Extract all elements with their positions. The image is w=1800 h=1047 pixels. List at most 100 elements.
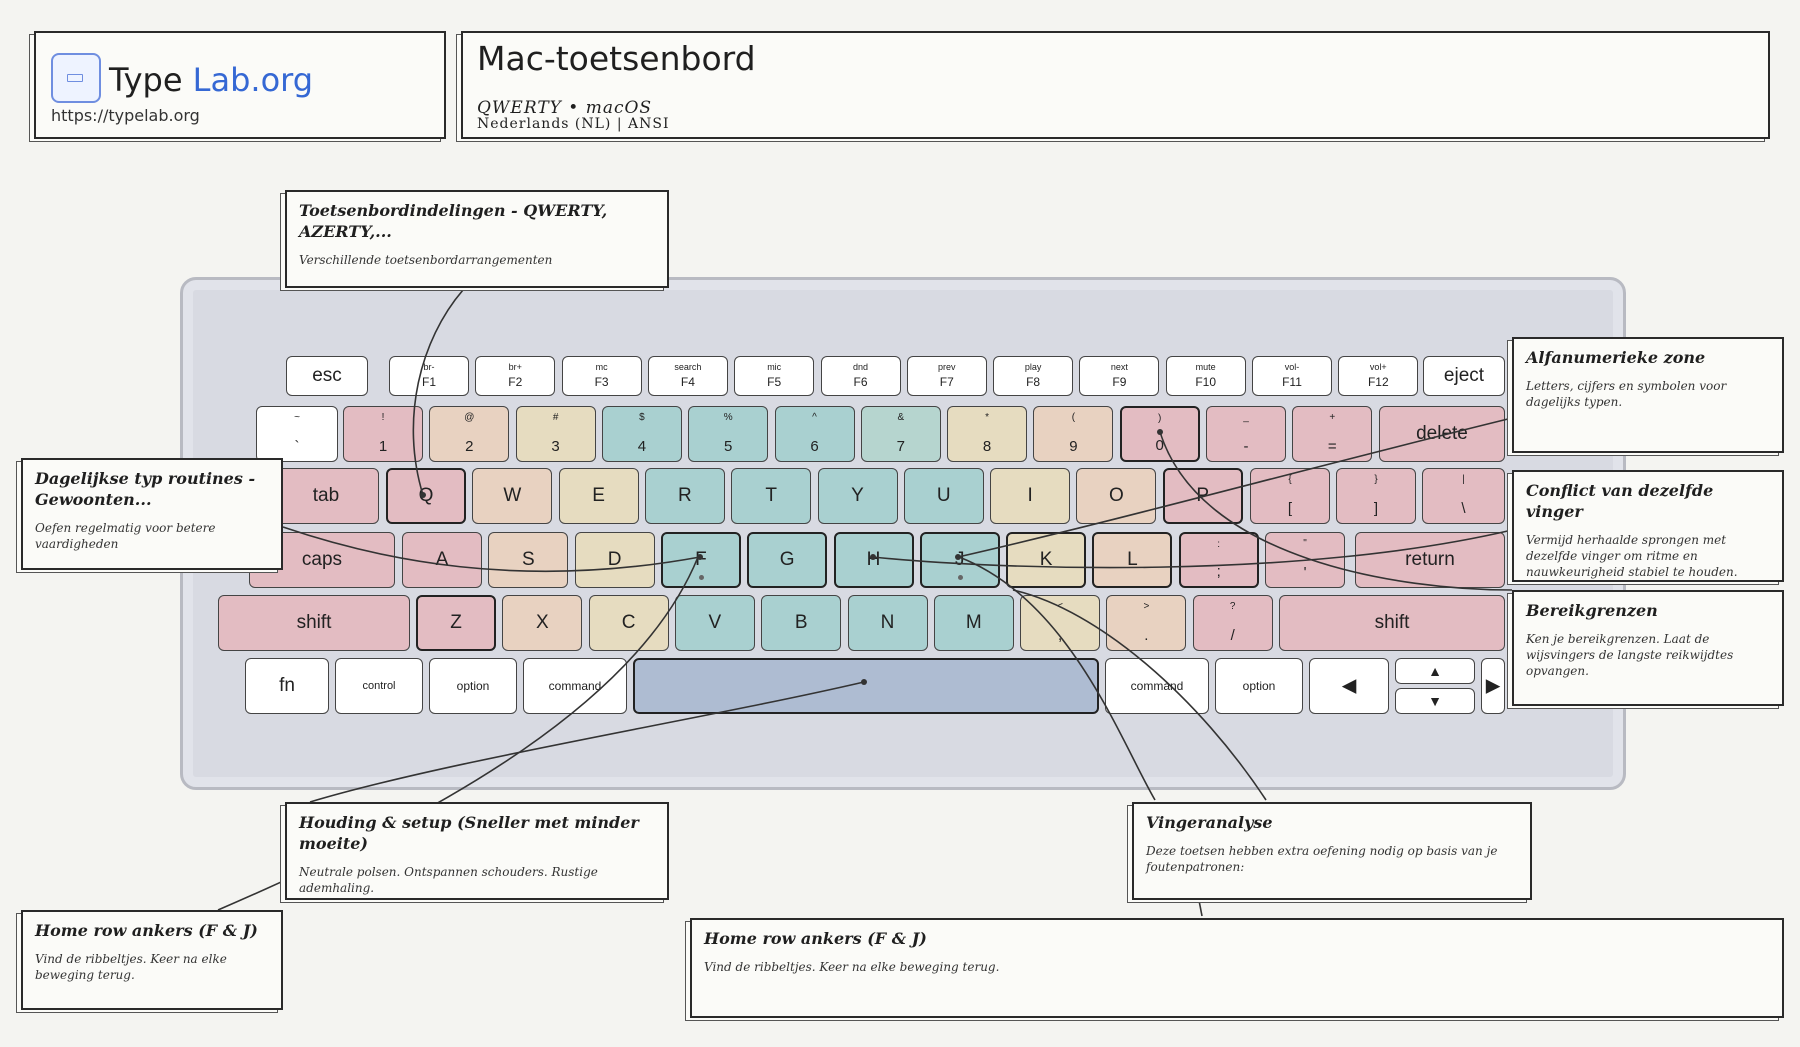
key-m[interactable]: M xyxy=(933,595,1014,651)
key-period[interactable]: >. xyxy=(1106,595,1187,651)
logo-lab: Lab.org xyxy=(192,61,314,99)
key-label: ▶ xyxy=(1485,675,1501,697)
key-control[interactable]: control xyxy=(335,658,423,714)
key-delete[interactable]: delete xyxy=(1379,406,1505,462)
key-e[interactable]: E xyxy=(558,468,639,524)
key-s[interactable]: S xyxy=(488,532,569,588)
card-posture-desc: Neutrale polsen. Ontspannen schouders. R… xyxy=(299,865,598,895)
key-label: F9 xyxy=(1112,375,1127,389)
key-backslash[interactable]: |\ xyxy=(1422,468,1505,524)
key-q[interactable]: Q xyxy=(386,468,466,524)
key-v[interactable]: V xyxy=(674,595,755,651)
key-w[interactable]: W xyxy=(472,468,553,524)
key-f1[interactable]: br-F1 xyxy=(389,356,469,396)
key-label: F10 xyxy=(1195,375,1217,389)
key-down-arrow[interactable]: ▼ xyxy=(1395,688,1475,714)
key-a[interactable]: A xyxy=(402,532,482,588)
key-shift-label: dnd xyxy=(852,362,869,372)
key-slash[interactable]: ?/ xyxy=(1192,595,1273,651)
key-label: tab xyxy=(312,485,340,506)
key-shift-label: # xyxy=(552,412,559,423)
key-command-left[interactable]: command xyxy=(523,658,627,714)
key-shift-right[interactable]: shift xyxy=(1279,595,1505,651)
card-conflict-desc: Vermijd herhaalde sprongen met dezelfde … xyxy=(1526,533,1738,579)
key-i[interactable]: I xyxy=(990,468,1071,524)
key-f11[interactable]: vol-F11 xyxy=(1252,356,1332,396)
key-option-left[interactable]: option xyxy=(429,658,517,714)
key-k[interactable]: K xyxy=(1006,532,1087,588)
key-g[interactable]: G xyxy=(747,532,828,588)
key-label: return xyxy=(1405,549,1455,570)
key-up-arrow[interactable]: ▲ xyxy=(1395,658,1475,684)
key-5[interactable]: %5 xyxy=(688,406,769,462)
key-f12[interactable]: vol+F12 xyxy=(1338,356,1419,396)
key-9[interactable]: (9 xyxy=(1033,406,1114,462)
key-n[interactable]: N xyxy=(847,595,928,651)
key-label: Z xyxy=(450,612,462,633)
key-semicolon[interactable]: :; xyxy=(1178,532,1259,588)
key-p[interactable]: P xyxy=(1162,468,1243,524)
key-d[interactable]: D xyxy=(574,532,655,588)
key-8[interactable]: *8 xyxy=(947,406,1028,462)
key-y[interactable]: Y xyxy=(817,468,898,524)
key-right-arrow[interactable]: ▶ xyxy=(1481,658,1505,714)
key-0[interactable]: )0 xyxy=(1119,406,1200,462)
logo-url[interactable]: https://typelab.org xyxy=(51,106,200,125)
key-o[interactable]: O xyxy=(1076,468,1157,524)
key-eject[interactable]: eject xyxy=(1423,356,1505,396)
key-label: option xyxy=(456,679,490,693)
key-left-arrow[interactable]: ◀ xyxy=(1309,658,1389,714)
key-label: command xyxy=(1130,679,1184,693)
key-j[interactable]: J xyxy=(919,532,1000,588)
key-shift-left[interactable]: shift xyxy=(218,595,410,651)
key-h[interactable]: H xyxy=(833,532,914,588)
key-return[interactable]: return xyxy=(1355,532,1505,588)
key-z[interactable]: Z xyxy=(416,595,496,651)
key-7[interactable]: &7 xyxy=(860,406,941,462)
key-equals[interactable]: += xyxy=(1292,406,1373,462)
key-shift-label: " xyxy=(1303,538,1307,549)
key-comma[interactable]: <, xyxy=(1020,595,1101,651)
key-6[interactable]: ^6 xyxy=(774,406,855,462)
key-l[interactable]: L xyxy=(1092,532,1173,588)
key-quote[interactable]: "' xyxy=(1265,532,1345,588)
key-label: fn xyxy=(279,675,295,696)
key-r[interactable]: R xyxy=(644,468,725,524)
key-option-right[interactable]: option xyxy=(1215,658,1303,714)
key-space[interactable] xyxy=(633,658,1099,714)
key-f2[interactable]: br+F2 xyxy=(475,356,556,396)
key-1[interactable]: !1 xyxy=(343,406,423,462)
key-u[interactable]: U xyxy=(903,468,984,524)
key-label: 5 xyxy=(724,438,733,455)
key-3[interactable]: #3 xyxy=(515,406,596,462)
key-minus[interactable]: _- xyxy=(1206,406,1286,462)
card-routines-desc: Oefen regelmatig voor betere vaardighede… xyxy=(35,521,216,551)
key-b[interactable]: B xyxy=(761,595,842,651)
key-shift-label: $ xyxy=(639,412,645,423)
key-4[interactable]: $4 xyxy=(601,406,682,462)
key-c[interactable]: C xyxy=(588,595,669,651)
logo-text[interactable]: Type Lab.org xyxy=(109,61,313,99)
key-open-bracket[interactable]: {[ xyxy=(1250,468,1330,524)
key-t[interactable]: T xyxy=(731,468,812,524)
card-anchors-left-title: Home row ankers (F & J) xyxy=(35,921,258,940)
key-2[interactable]: @2 xyxy=(429,406,510,462)
key-label: shift xyxy=(296,612,332,633)
key-close-bracket[interactable]: }] xyxy=(1336,468,1416,524)
key-shift-label: mute xyxy=(1195,362,1216,372)
key-fn[interactable]: fn xyxy=(245,658,329,714)
key-backtick[interactable]: ~` xyxy=(256,406,338,462)
key-tab[interactable]: tab xyxy=(273,468,379,524)
key-f[interactable]: F xyxy=(660,532,741,588)
key-x[interactable]: X xyxy=(502,595,583,651)
key-command-right[interactable]: command xyxy=(1105,658,1209,714)
key-esc[interactable]: esc xyxy=(286,356,368,396)
